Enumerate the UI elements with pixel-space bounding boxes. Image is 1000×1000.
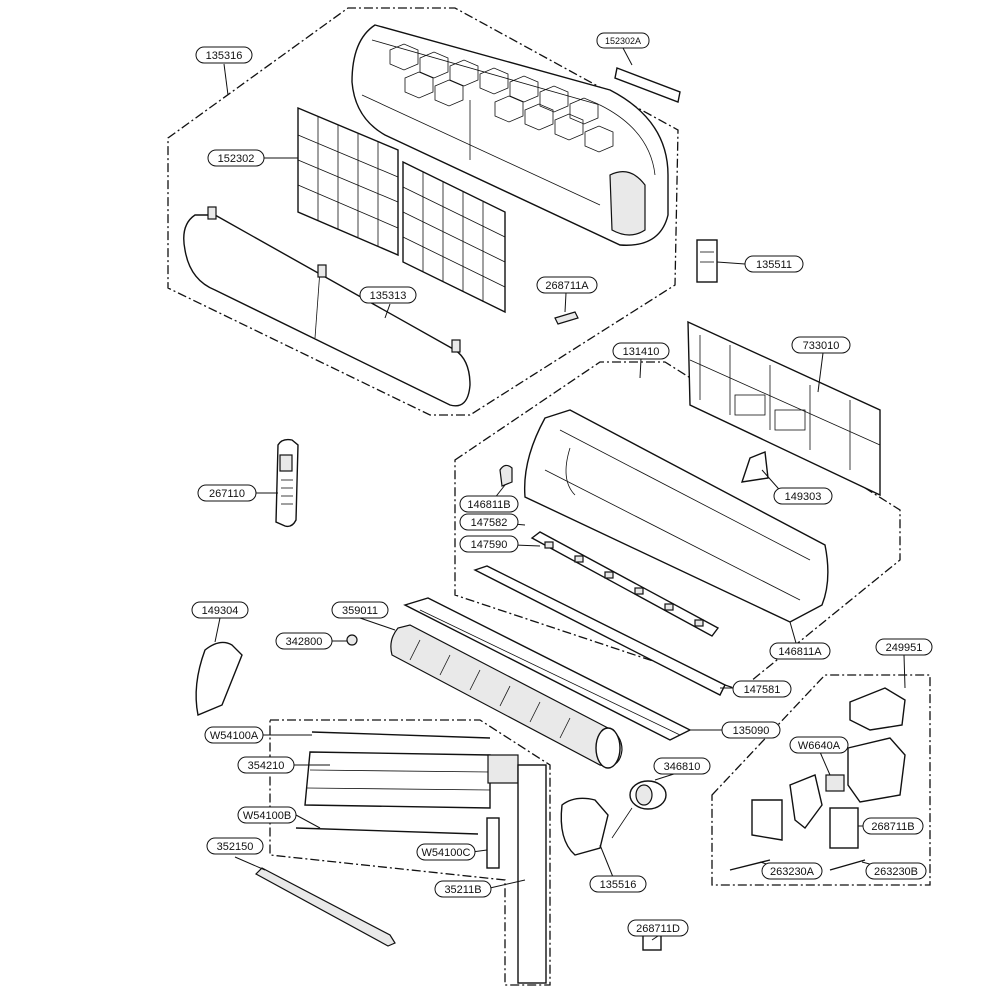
vane-assembly-part (530, 531, 720, 637)
remote-control-part (275, 438, 299, 528)
label-342800: 342800 (275, 632, 333, 650)
label-131410: 131410 (612, 342, 670, 360)
display-box-part (696, 239, 718, 283)
label-359011: 359011 (331, 601, 389, 619)
svg-text:267110: 267110 (209, 488, 245, 500)
svg-text:W6640A: W6640A (798, 740, 841, 752)
installation-plate-part (687, 320, 881, 497)
svg-text:135511: 135511 (756, 259, 792, 271)
label-267110: 267110 (197, 484, 257, 502)
label-135313: 135313 (359, 286, 417, 304)
svg-text:147590: 147590 (471, 539, 508, 551)
svg-text:268711A: 268711A (545, 280, 589, 292)
sensor-clip-part (554, 311, 579, 325)
label-263230B: 263230B (865, 862, 927, 880)
svg-text:263230B: 263230B (874, 866, 918, 878)
pipe-b-part (295, 827, 479, 835)
label-146811B: 146811B (459, 495, 519, 513)
label-354210: 354210 (237, 756, 295, 774)
evaporator-part (304, 751, 519, 809)
svg-text:135316: 135316 (206, 50, 243, 62)
label-152302: 152302 (207, 149, 265, 167)
svg-text:359011: 359011 (342, 605, 378, 617)
svg-text:W54100C: W54100C (422, 847, 471, 859)
front-panel-group-boundary (167, 7, 679, 416)
label-249951: 249951 (875, 638, 933, 656)
svg-text:35211B: 35211B (444, 884, 481, 896)
svg-text:149304: 149304 (202, 605, 239, 617)
label-147590: 147590 (459, 535, 519, 553)
bracket-part (740, 451, 769, 483)
screw-part (346, 634, 358, 646)
svg-text:249951: 249951 (886, 642, 923, 654)
label-135511: 135511 (744, 255, 804, 273)
label-152302A: 152302A (596, 32, 650, 49)
label-147581: 147581 (732, 680, 792, 698)
chassis-group-boundary (454, 361, 901, 691)
label-268711B: 268711B (862, 817, 924, 835)
svg-text:146811A: 146811A (778, 646, 822, 658)
air-filter-part (297, 106, 506, 314)
label-268711A: 268711A (536, 276, 598, 294)
svg-text:131410: 131410 (623, 346, 660, 358)
display-strip-part (614, 67, 681, 103)
label-346810: 346810 (653, 757, 711, 775)
svg-text:135516: 135516 (600, 879, 637, 891)
svg-text:147582: 147582 (471, 517, 508, 529)
label-W54100C: W54100C (416, 843, 476, 861)
label-147582: 147582 (459, 513, 519, 531)
vertical-pipe-part (517, 764, 547, 984)
pipe-a-part (311, 731, 491, 739)
svg-text:W54100B: W54100B (243, 810, 291, 822)
svg-text:354210: 354210 (248, 760, 285, 772)
label-263230A: 263230A (761, 862, 823, 880)
svg-text:733010: 733010 (803, 340, 840, 352)
control-box-group-boundary (711, 674, 931, 886)
label-135316: 135316 (195, 46, 253, 64)
label-268711D: 268711D (627, 919, 689, 937)
svg-text:263230A: 263230A (770, 866, 815, 878)
label-146811A: 146811A (769, 642, 831, 660)
svg-text:152302: 152302 (218, 153, 255, 165)
label-135516: 135516 (589, 875, 647, 893)
front-grille-part (351, 24, 669, 246)
label-149303: 149303 (773, 487, 833, 505)
svg-text:342800: 342800 (286, 636, 323, 648)
svg-text:147581: 147581 (744, 684, 781, 696)
bearing-holder-part (499, 464, 513, 487)
label-733010: 733010 (791, 336, 851, 354)
motor-mount-part (560, 797, 609, 856)
label-149304: 149304 (191, 601, 249, 619)
label-W54100B: W54100B (237, 806, 297, 824)
svg-text:346810: 346810 (664, 761, 701, 773)
wire-a-part (729, 859, 771, 871)
fan-motor-part (611, 780, 667, 839)
cross-flow-fan-part (390, 624, 623, 769)
label-W6640A: W6640A (789, 736, 849, 754)
wire-b-part (829, 859, 866, 871)
drain-pan-part (473, 565, 726, 696)
drain-hose-part (255, 867, 396, 947)
pipe-c-part (486, 817, 500, 869)
svg-text:152302A: 152302A (605, 36, 641, 46)
svg-text:268711D: 268711D (636, 923, 680, 935)
side-cover-part (195, 641, 243, 716)
svg-text:268711B: 268711B (871, 821, 914, 833)
evaporator-group-boundary (269, 719, 551, 986)
svg-text:149303: 149303 (785, 491, 822, 503)
front-panel-part (183, 206, 471, 407)
svg-text:135313: 135313 (370, 290, 407, 302)
control-box-part (751, 687, 906, 849)
svg-text:135090: 135090 (733, 725, 770, 737)
svg-text:146811B: 146811B (467, 499, 510, 511)
label-135090: 135090 (721, 721, 781, 739)
label-35211B: 35211B (434, 880, 492, 898)
label-W54100A: W54100A (204, 726, 264, 744)
label-plate-part (642, 934, 662, 951)
label-352150: 352150 (206, 837, 264, 855)
svg-text:352150: 352150 (217, 841, 254, 853)
svg-text:W54100A: W54100A (210, 730, 259, 742)
